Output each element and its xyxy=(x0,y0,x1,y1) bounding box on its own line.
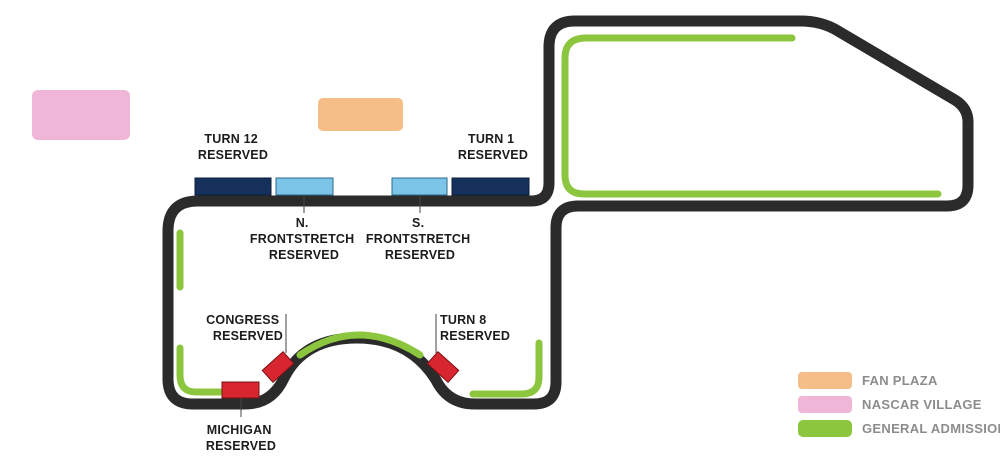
turn1-label: TURN 1 RESERVED xyxy=(458,132,528,162)
ga-right-lower[interactable] xyxy=(469,339,543,398)
fan-plaza-area[interactable] xyxy=(318,98,403,131)
congress-label: CONGRESS RESERVED xyxy=(206,313,283,343)
legend: FAN PLAZA NASCAR VILLAGE GENERAL ADMISSI… xyxy=(798,372,1000,437)
n-frontstretch-label: N. FRONTSTRETCH RESERVED xyxy=(250,216,358,262)
race-track xyxy=(162,15,974,410)
michigan-reserved-stand[interactable] xyxy=(221,381,260,399)
legend-general-admission-swatch xyxy=(798,420,852,437)
turn8-label: TURN 8 RESERVED xyxy=(440,313,510,343)
legend-fan-plaza-swatch xyxy=(798,372,852,389)
s-frontstretch-label: S. FRONTSTRETCH RESERVED xyxy=(366,216,474,262)
ga-infield-arc[interactable] xyxy=(296,331,424,359)
ga-upper-top[interactable] xyxy=(561,34,942,198)
legend-nascar-village-label: NASCAR VILLAGE xyxy=(862,397,982,412)
turn12-label: TURN 12 RESERVED xyxy=(198,132,268,162)
michigan-label: MICHIGAN RESERVED xyxy=(206,423,276,453)
s-frontstretch-reserved-stand[interactable] xyxy=(391,177,448,196)
legend-fan-plaza-label: FAN PLAZA xyxy=(862,373,938,388)
nascar-village-area[interactable] xyxy=(32,90,130,140)
n-frontstretch-reserved-stand[interactable] xyxy=(275,177,334,196)
ga-left-lower[interactable] xyxy=(176,344,224,396)
congress-reserved-stand[interactable] xyxy=(261,350,295,384)
turn8-reserved-stand[interactable] xyxy=(426,350,460,384)
legend-nascar-village-swatch xyxy=(798,396,852,413)
general-admission-areas xyxy=(176,34,942,398)
legend-general-admission-label: GENERAL ADMISSION xyxy=(862,421,1000,436)
turn1-reserved-stand[interactable] xyxy=(451,177,530,196)
turn12-reserved-stand[interactable] xyxy=(194,177,272,196)
